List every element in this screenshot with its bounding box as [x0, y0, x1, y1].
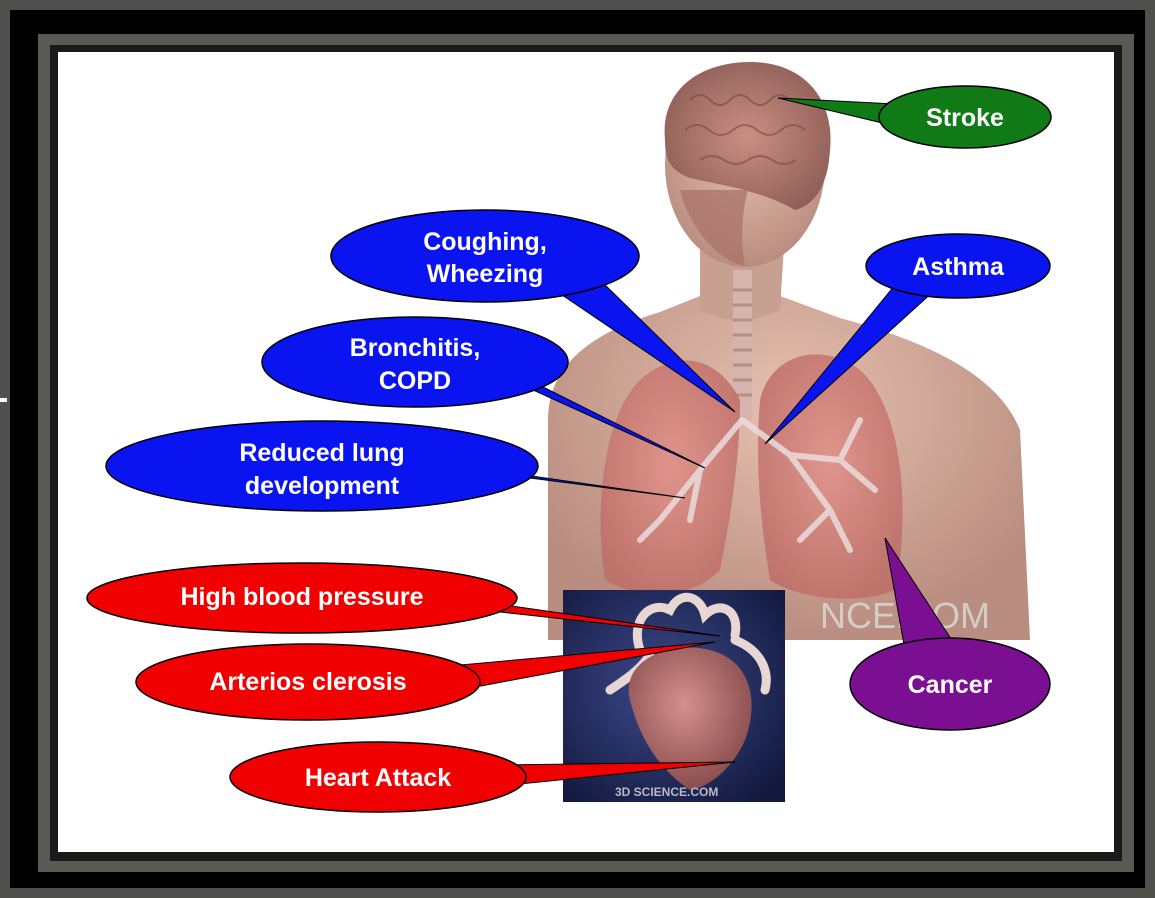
cancer-label: Cancer [908, 671, 993, 699]
bronchitis-label-line2: COPD [379, 367, 451, 395]
body-illustration: NCE.COM [548, 62, 1030, 640]
coughing-bubble [331, 210, 639, 302]
stroke-label: Stroke [926, 104, 1004, 132]
diagram-canvas: NCE.COM 3D SCIENCE.COM Stroke Coughing, … [58, 52, 1114, 852]
arteriosclerosis-label: Arterios clerosis [209, 668, 406, 696]
bronchitis-label-line1: Bronchitis, [350, 334, 481, 362]
heart-watermark: 3D SCIENCE.COM [615, 785, 718, 799]
coughing-label-line1: Coughing, [423, 228, 547, 256]
reduced-lung-label-line1: Reduced lung [239, 439, 404, 467]
edge-mark [0, 398, 7, 402]
coughing-label-line2: Wheezing [427, 260, 544, 288]
diagram-svg: NCE.COM 3D SCIENCE.COM Stroke Coughing, … [58, 52, 1114, 852]
asthma-label: Asthma [912, 253, 1005, 281]
high-bp-label: High blood pressure [180, 583, 423, 611]
heart-attack-label: Heart Attack [305, 764, 451, 792]
reduced-lung-label-line2: development [245, 472, 400, 500]
